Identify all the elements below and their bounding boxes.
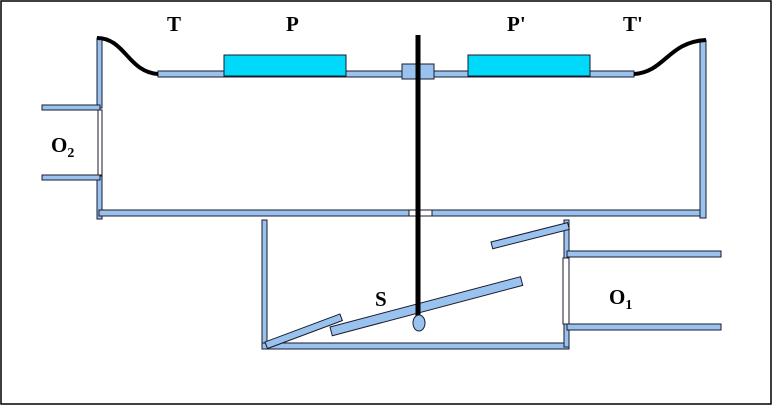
o2-lower-tube [41, 174, 101, 181]
lower-bottom-wall [261, 342, 570, 350]
rod-end-knob [412, 314, 426, 332]
lower-left-wall [261, 219, 268, 349]
o2-opening [97, 109, 103, 176]
label-t: T [167, 12, 181, 36]
o1-upper-tube [566, 250, 722, 258]
o1-lower-tube [566, 323, 722, 331]
outlet-o1 [566, 250, 722, 331]
label-p: P [286, 12, 299, 36]
label-o1-main: O [609, 285, 625, 309]
label-o2-sub: 2 [67, 146, 74, 161]
label-o2-main: O [51, 133, 67, 157]
label-s: S [375, 287, 387, 311]
upper-bottom-wall-left [98, 209, 410, 217]
upper-right-wall [699, 39, 707, 219]
label-o2: O2 [51, 133, 74, 161]
membrane-t [96, 36, 159, 76]
valve-plate-s [329, 276, 524, 337]
label-t-prime: T' [623, 12, 643, 36]
piston-p [223, 54, 347, 77]
valve-flap-lower-left [264, 313, 344, 350]
outlet-o2 [41, 104, 103, 181]
label-p-prime: P' [507, 12, 526, 36]
upper-left-wall-top [96, 37, 103, 109]
label-o1-sub: 1 [625, 298, 632, 313]
piston-p-prime [467, 54, 591, 77]
o1-opening [562, 257, 570, 325]
upper-bottom-wall-right [431, 209, 701, 217]
membrane-t-prime [633, 38, 707, 76]
valve-flap-upper-right [490, 222, 570, 250]
label-o1: O1 [609, 285, 632, 313]
lower-chamber [261, 219, 570, 350]
o2-upper-tube [41, 104, 101, 111]
